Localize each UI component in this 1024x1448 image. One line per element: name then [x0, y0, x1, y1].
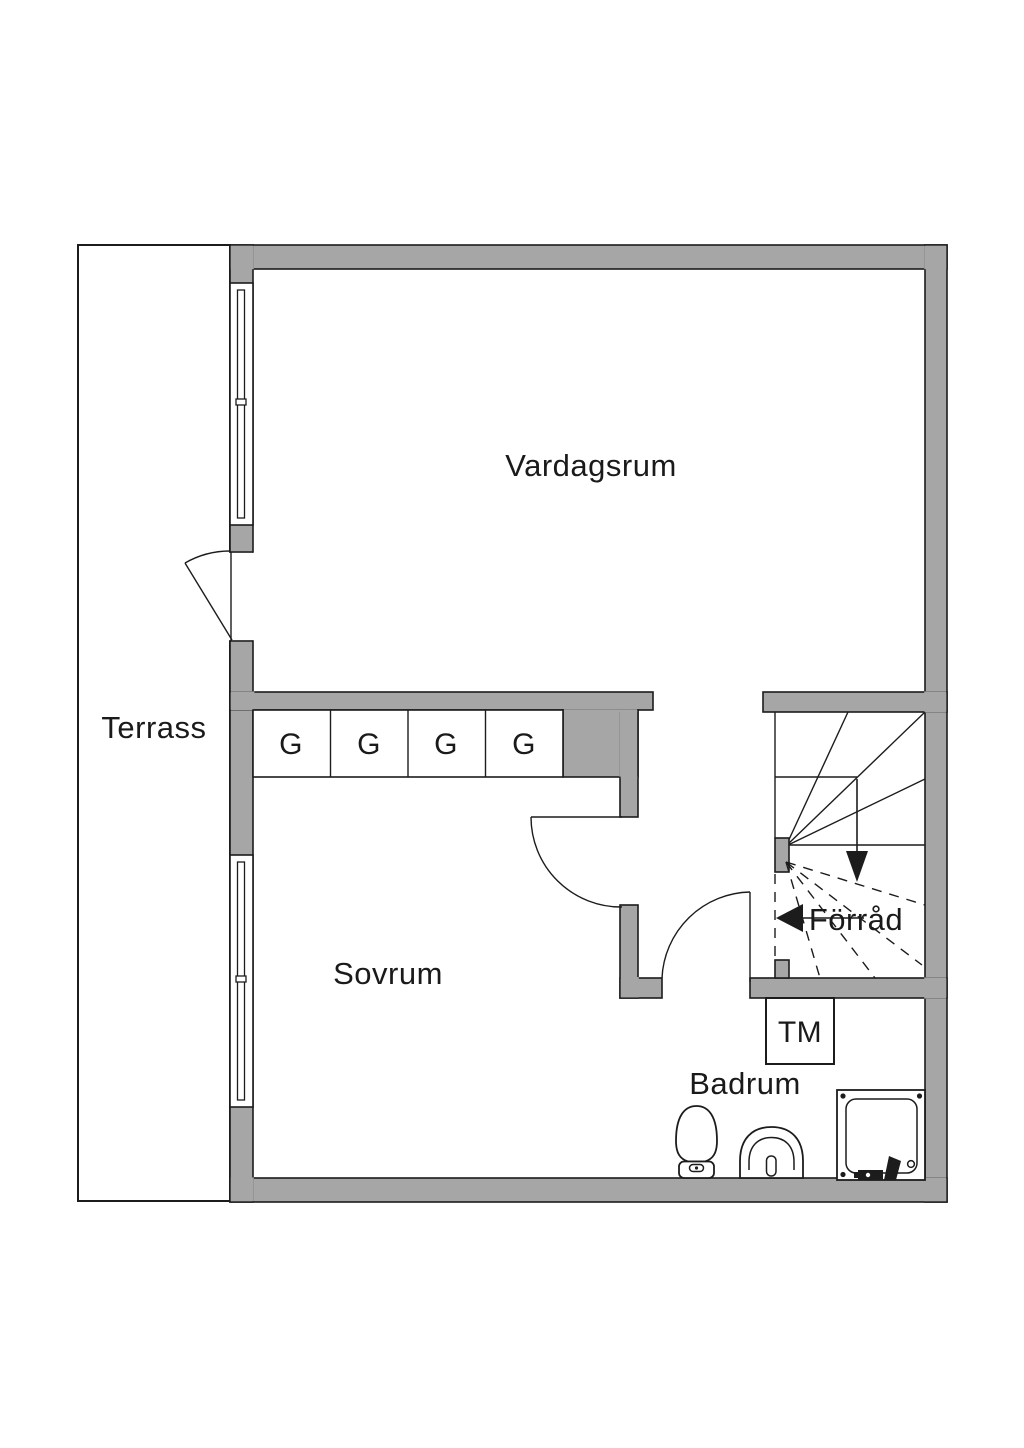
toilet-icon: [675, 1105, 718, 1179]
door-swing-arc: [661, 891, 751, 979]
wall-segment: [229, 244, 948, 270]
stairs-direction-arrow-icon: [846, 779, 868, 882]
door-swing-arc: [530, 816, 623, 908]
stair-newel: [774, 837, 790, 873]
shower-faucet-icon: [854, 1156, 901, 1180]
shower-icon: [836, 1089, 926, 1181]
sink-icon: [739, 1126, 804, 1179]
door-swing-arc: [184, 550, 231, 564]
room-label-storage: Förråd: [809, 902, 903, 937]
wall-segment: [749, 977, 948, 999]
room-label-terrace: Terrass: [101, 710, 206, 745]
wardrobe-row: G G G G: [252, 709, 564, 778]
door-bathroom: [661, 891, 751, 982]
room-label-bedroom: Sovrum: [333, 956, 443, 991]
storage-arrow-icon: [776, 904, 864, 932]
wardrobe-label: G: [512, 728, 536, 761]
door-terrace: [184, 550, 255, 642]
wardrobe-label: G: [357, 728, 381, 761]
wall-segment: [229, 1177, 948, 1203]
wardrobe-label: G: [279, 728, 303, 761]
window-bedroom: [229, 854, 254, 1108]
wall-segment: [229, 691, 654, 711]
wall-segment: [762, 691, 948, 713]
door-leaf: [184, 562, 233, 641]
wall-segment: [924, 244, 948, 1203]
room-terrace: [77, 244, 231, 1202]
wall-segment: [619, 709, 639, 818]
wardrobe-label: G: [434, 728, 458, 761]
room-label-living-room: Vardagsrum: [505, 448, 677, 483]
room-label-bathroom: Badrum: [689, 1066, 801, 1101]
terrace-outline: [77, 244, 231, 1202]
washing-machine-label: TM: [778, 1016, 822, 1049]
window-living-room: [229, 282, 254, 526]
wall-segment: [774, 959, 790, 979]
door-bedroom: [530, 816, 623, 908]
washing-machine: TM: [765, 997, 835, 1065]
staircase: Förråd: [774, 711, 926, 979]
